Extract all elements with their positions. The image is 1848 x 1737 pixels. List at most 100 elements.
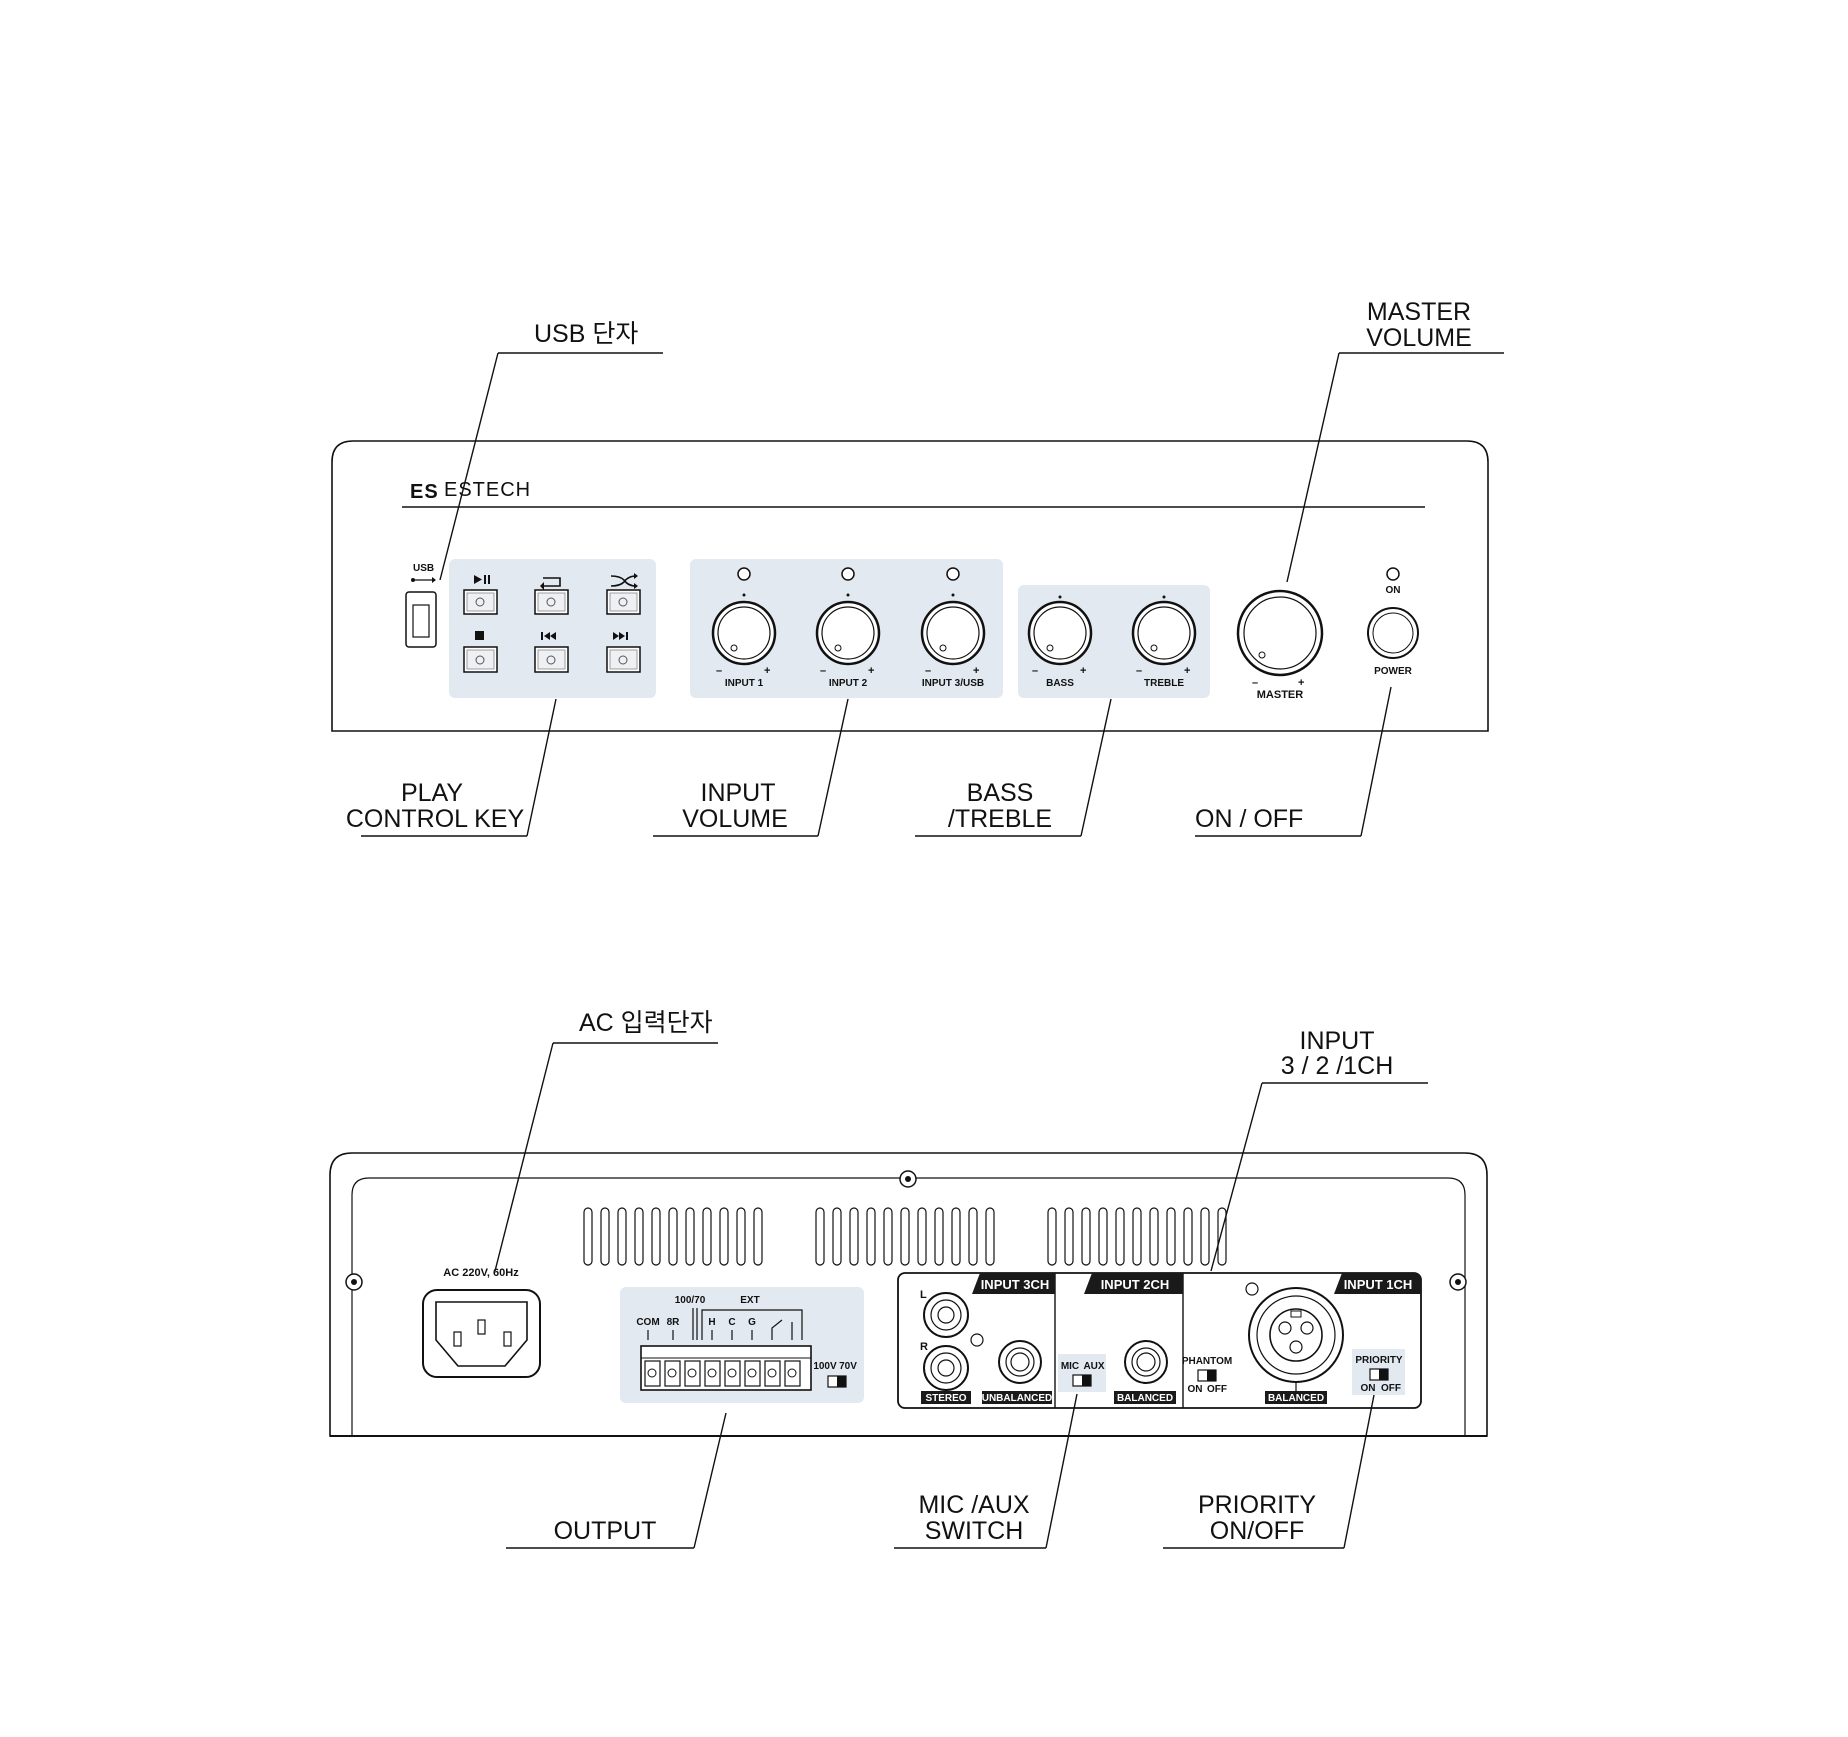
bass-treble-panel: – + – + BASS TREBLE [1018,585,1210,698]
voltage-switch[interactable] [827,1375,847,1388]
input1-knob[interactable] [711,593,777,666]
bass-knob[interactable] [1027,595,1093,666]
callout-bass-2: /TREBLE [948,805,1052,833]
screw-right [1449,1273,1467,1291]
shuffle-button[interactable] [606,589,641,615]
power-label: POWER [1374,666,1413,677]
input2-header: INPUT 2CH [1101,1277,1170,1292]
vent-right [1047,1207,1227,1266]
callout-priority-2: ON/OFF [1210,1517,1304,1545]
phantom-on-label: ON [1188,1384,1203,1395]
input3-plus: + [973,665,979,677]
play-control-panel [449,559,656,698]
screw-left [345,1273,363,1291]
phantom-label: PHANTOM [1182,1356,1232,1367]
treble-label: TREBLE [1144,678,1184,689]
rca-right-jack[interactable] [923,1345,969,1391]
stop-button[interactable] [463,646,498,673]
usb-icon [411,577,436,583]
callout-input-1: INPUT [1300,1027,1375,1055]
input2-minus: – [820,665,826,677]
term-g-label: G [748,1317,756,1328]
mic-label: MIC [1061,1361,1079,1372]
callout-bass-1: BASS [967,779,1034,807]
input2-balanced-jack[interactable] [1124,1340,1168,1384]
callout-micaux-1: MIC /AUX [918,1491,1029,1519]
input1-balanced-label: BALANCED [1268,1393,1324,1404]
priority-switch[interactable] [1369,1368,1389,1381]
master-label: MASTER [1257,689,1304,701]
vent-middle [815,1207,995,1266]
phantom-off-label: OFF [1207,1384,1227,1395]
input1-label: INPUT 1 [725,678,764,689]
input3-unbalanced-jack[interactable] [998,1340,1042,1384]
input1-minus: – [716,665,722,677]
repeat-icon [540,577,561,590]
output-panel: 100/70 EXT COM 8R H C G [620,1287,864,1403]
input3-minus: – [925,665,931,677]
callout-onoff: ON / OFF [1195,805,1303,833]
input-connector-panel: INPUT 3CH INPUT 2CH INPUT 1CH L R [897,1272,1422,1409]
aux-label: AUX [1083,1361,1104,1372]
callout-input-2: 3 / 2 /1CH [1281,1052,1394,1080]
callout-input-vol-2: VOLUME [682,805,788,833]
input3-label: INPUT 3/USB [922,678,984,689]
sw-70v-label: 70V [839,1361,857,1372]
rca-l-label: L [920,1289,927,1301]
play-pause-button[interactable] [463,589,498,615]
estech-logo: ES ESTECH [410,479,531,503]
front-panel: ES ESTECH USB [331,440,1489,732]
master-minus: – [1252,677,1258,689]
previous-button[interactable] [534,646,569,673]
input2-label: INPUT 2 [829,678,868,689]
master-plus: + [1298,677,1304,689]
front-callouts [361,352,1504,837]
power-led [1386,567,1400,581]
callout-micaux-2: SWITCH [925,1517,1024,1545]
shuffle-icon [610,573,638,589]
callout-input-vol-1: INPUT [701,779,776,807]
callout-ac: AC 입력단자 [579,1009,713,1037]
term-100-70-label: 100/70 [675,1295,706,1306]
input-volume-panel: – + – + – + INPUT 1 INPUT 2 INPUT 3/USB [690,559,1003,698]
brand-name: ESTECH [444,479,531,501]
power-button[interactable] [1367,607,1419,659]
ac-inlet-label: AC 220V, 60Hz [443,1267,519,1279]
term-c-label: C [728,1317,735,1328]
terminal-block[interactable] [640,1345,812,1391]
input2-knob[interactable] [815,593,881,666]
callout-usb: USB 단자 [534,320,638,348]
callout-play-1: PLAY [401,779,463,807]
previous-icon [541,632,556,640]
input3-header: INPUT 3CH [981,1277,1050,1292]
term-8r-label: 8R [667,1317,681,1328]
ac-inlet[interactable] [422,1289,541,1378]
next-icon [613,632,628,640]
rear-panel: AC 220V, 60Hz 100/70 EXT COM 8R H C G [329,1152,1488,1437]
xlr-jack[interactable] [1248,1287,1344,1383]
priority-off-label: OFF [1381,1383,1401,1394]
input3-led [946,567,960,581]
input1-plus: + [764,665,770,677]
callout-master-2: VOLUME [1366,324,1472,352]
repeat-button[interactable] [534,589,569,615]
usb-port[interactable]: USB [405,563,437,648]
next-button[interactable] [606,646,641,673]
input1-header: INPUT 1CH [1344,1277,1413,1292]
treble-minus: – [1136,665,1142,677]
mic-aux-switch[interactable] [1072,1374,1092,1387]
treble-knob[interactable] [1131,595,1197,666]
play-pause-icon [474,575,490,584]
rca-left-jack[interactable] [923,1292,969,1338]
stereo-label: STEREO [925,1393,966,1404]
callout-priority-1: PRIORITY [1198,1491,1316,1519]
term-com-label: COM [636,1317,659,1328]
phantom-switch[interactable] [1197,1369,1217,1382]
treble-plus: + [1184,665,1190,677]
callout-master-1: MASTER [1367,298,1471,326]
stop-icon [475,631,484,640]
master-volume-knob[interactable] [1236,589,1324,677]
screw-top [899,1170,917,1188]
input2-balanced-label: BALANCED [1117,1393,1173,1404]
input3-knob[interactable] [920,593,986,666]
